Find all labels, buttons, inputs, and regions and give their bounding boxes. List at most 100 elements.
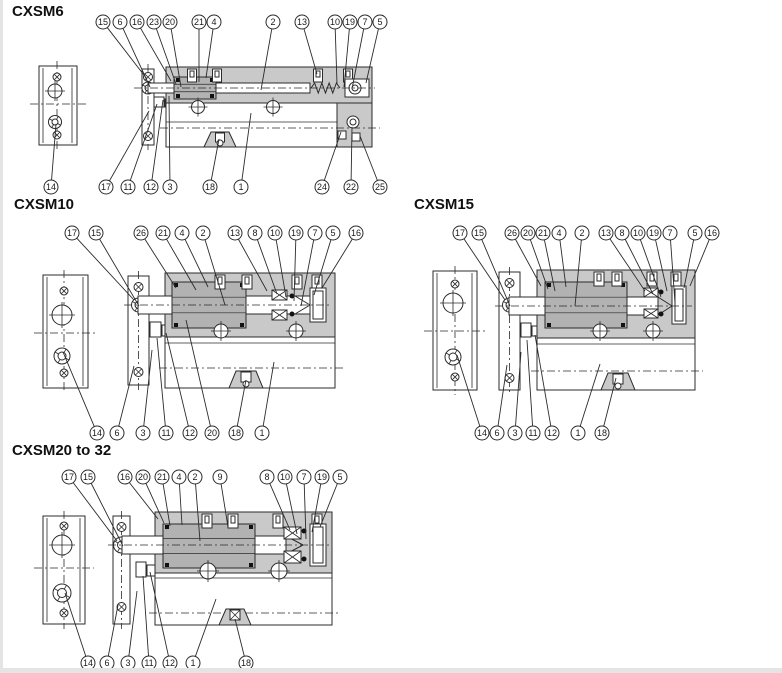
- svg-text:1: 1: [259, 428, 264, 438]
- svg-text:15: 15: [91, 228, 101, 238]
- svg-text:14: 14: [46, 182, 56, 192]
- svg-text:11: 11: [144, 658, 153, 668]
- callout-cxsm20to32-21: 21: [154, 469, 171, 527]
- callout-cxsm6-22: 22: [343, 126, 359, 195]
- callout-cxsm15-8: 8: [614, 225, 654, 295]
- svg-text:2: 2: [270, 17, 275, 27]
- callout-cxsm6-10: 10: [327, 14, 343, 85]
- svg-text:21: 21: [158, 228, 168, 238]
- callout-cxsm10-12: 12: [165, 332, 198, 441]
- svg-text:10: 10: [280, 472, 290, 482]
- svg-text:10: 10: [330, 17, 340, 27]
- svg-text:19: 19: [317, 472, 327, 482]
- callout-cxsm10-7: 7: [300, 225, 323, 307]
- callout-cxsm20to32-8: 8: [259, 469, 291, 531]
- page-edge-left: [0, 0, 3, 673]
- svg-text:15: 15: [474, 228, 484, 238]
- callout-cxsm15-6: 6: [489, 364, 508, 441]
- callout-cxsm6-19: 19: [342, 14, 358, 88]
- svg-text:13: 13: [297, 17, 307, 27]
- svg-text:12: 12: [165, 658, 175, 668]
- svg-text:3: 3: [140, 428, 145, 438]
- callout-cxsm6-17: 17: [98, 110, 150, 195]
- svg-text:24: 24: [317, 182, 327, 192]
- callout-cxsm20to32-5: 5: [319, 469, 348, 528]
- svg-text:13: 13: [230, 228, 240, 238]
- callout-cxsm10-21: 21: [155, 225, 197, 291]
- svg-text:4: 4: [211, 17, 216, 27]
- callout-cxsm10-20: 20: [185, 319, 220, 441]
- svg-text:3: 3: [512, 428, 517, 438]
- svg-text:7: 7: [362, 17, 367, 27]
- diagram-title-cxsm10: CXSM10: [14, 196, 75, 213]
- svg-text:14: 14: [477, 428, 487, 438]
- svg-text:9: 9: [217, 472, 222, 482]
- svg-text:21: 21: [194, 17, 204, 27]
- callout-cxsm20to32-9: 9: [212, 469, 229, 528]
- callout-cxsm15-11: 11: [525, 339, 541, 441]
- svg-text:11: 11: [161, 428, 170, 438]
- svg-text:20: 20: [523, 228, 533, 238]
- callout-cxsm15-7: 7: [662, 225, 678, 304]
- svg-text:19: 19: [291, 228, 301, 238]
- callout-cxsm6-14: 14: [43, 123, 59, 195]
- svg-text:14: 14: [83, 658, 93, 668]
- svg-text:22: 22: [346, 182, 356, 192]
- svg-text:7: 7: [301, 472, 306, 482]
- svg-text:1: 1: [238, 182, 243, 192]
- svg-text:3: 3: [167, 182, 172, 192]
- svg-text:19: 19: [649, 228, 659, 238]
- svg-text:15: 15: [83, 472, 93, 482]
- page-edge-bottom: [0, 668, 782, 673]
- callout-cxsm6-20: 20: [162, 14, 182, 88]
- svg-text:16: 16: [351, 228, 361, 238]
- svg-text:4: 4: [176, 472, 181, 482]
- callout-cxsm20to32-4: 4: [171, 469, 187, 526]
- callout-cxsm20to32-18: 18: [234, 618, 254, 671]
- svg-text:10: 10: [270, 228, 280, 238]
- svg-text:1: 1: [575, 428, 580, 438]
- svg-text:14: 14: [92, 428, 102, 438]
- cylinder-body-cxsm6: [134, 66, 380, 148]
- svg-text:26: 26: [507, 228, 517, 238]
- callout-cxsm6-6: 6: [112, 14, 151, 88]
- callout-cxsm6-5: 5: [365, 14, 388, 84]
- svg-text:5: 5: [377, 17, 382, 27]
- callout-cxsm20to32-19: 19: [311, 469, 330, 533]
- callout-cxsm6-13: 13: [294, 14, 318, 75]
- callout-cxsm15-10: 10: [630, 225, 662, 298]
- callout-cxsm20to32-14: 14: [64, 592, 96, 671]
- callout-cxsm20to32-17: 17: [61, 469, 118, 542]
- callout-cxsm15-18: 18: [594, 377, 617, 441]
- callout-cxsm15-2: 2: [574, 225, 590, 307]
- svg-text:18: 18: [241, 658, 251, 668]
- callout-cxsm6-7: 7: [351, 14, 373, 90]
- svg-text:6: 6: [114, 428, 119, 438]
- svg-text:17: 17: [64, 472, 74, 482]
- callout-cxsm20to32-1: 1: [185, 598, 217, 671]
- callout-cxsm10-5: 5: [313, 225, 341, 296]
- diagram-title-cxsm6: CXSM6: [12, 3, 64, 20]
- callout-cxsm15-16: 16: [689, 225, 720, 287]
- callout-cxsm10-16: 16: [321, 225, 364, 289]
- callout-cxsm15-5: 5: [683, 225, 703, 289]
- callout-cxsm15-1: 1: [570, 363, 601, 441]
- callout-cxsm20to32-11: 11: [141, 575, 157, 671]
- svg-text:17: 17: [67, 228, 77, 238]
- callout-cxsm10-11: 11: [156, 337, 174, 441]
- callout-cxsm6-24: 24: [314, 131, 342, 195]
- callout-cxsm15-26: 26: [504, 225, 542, 287]
- svg-text:6: 6: [494, 428, 499, 438]
- svg-text:11: 11: [528, 428, 537, 438]
- diagram-title-cxsm20to32: CXSM20 to 32: [12, 442, 112, 459]
- svg-text:20: 20: [207, 428, 217, 438]
- svg-text:2: 2: [579, 228, 584, 238]
- callout-cxsm15-3: 3: [507, 351, 523, 441]
- callout-cxsm20to32-3: 3: [120, 590, 138, 671]
- svg-text:17: 17: [455, 228, 465, 238]
- callout-cxsm15-12: 12: [534, 334, 560, 441]
- end-view-cxsm15: [424, 266, 486, 395]
- callout-cxsm6-15: 15: [95, 14, 148, 80]
